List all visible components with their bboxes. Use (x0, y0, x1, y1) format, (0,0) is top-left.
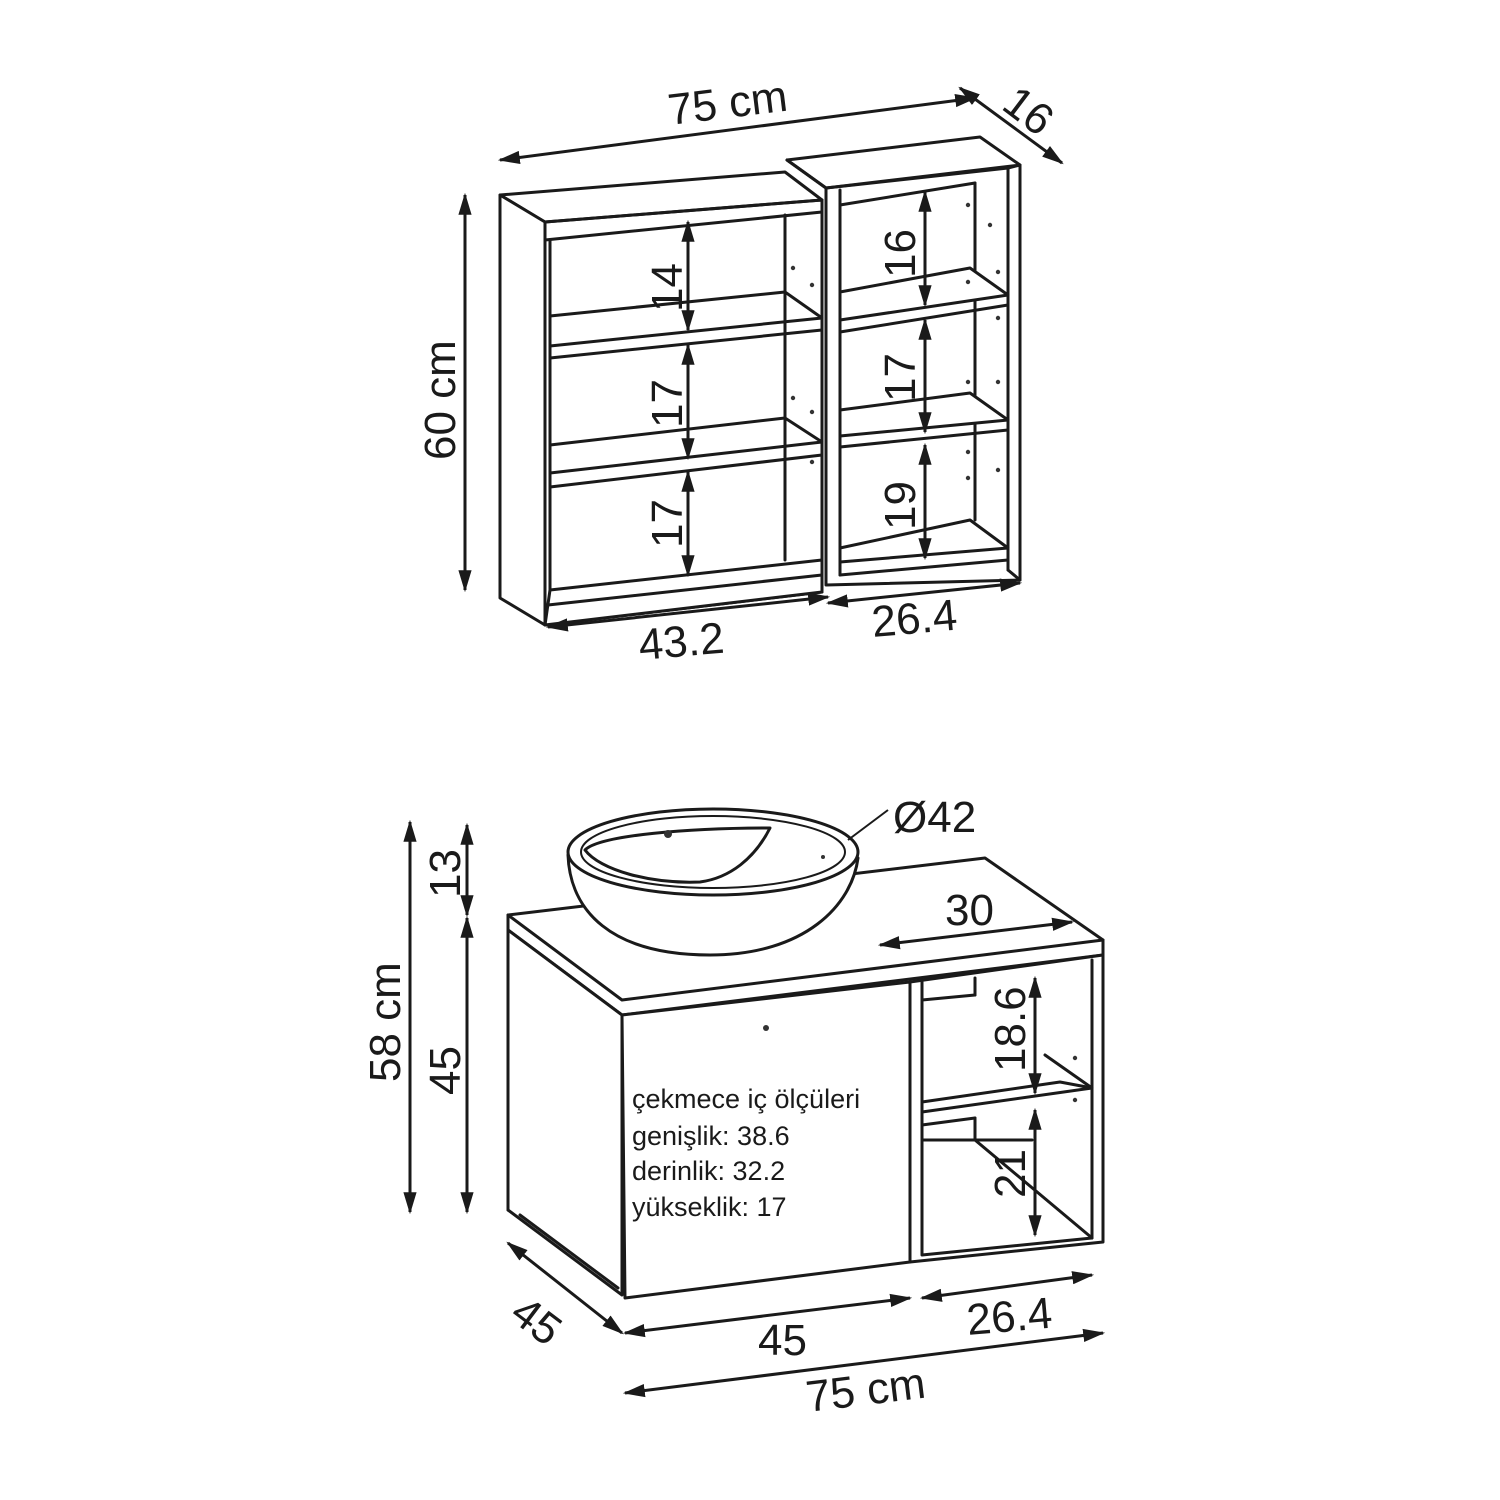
label-wall-height: 60 cm (416, 340, 465, 460)
label-vanity-drawer-width: 45 (758, 1316, 807, 1365)
drawer-note-width: genişlik: 38.6 (632, 1121, 790, 1151)
label-wall-right-shelf-1: 16 (876, 229, 925, 278)
dim-wall-total-width (497, 94, 978, 164)
drawer-note-title: çekmece iç ölçüleri (632, 1084, 860, 1114)
vessel-basin (566, 807, 860, 957)
label-vanity-shelf-1: 18.6 (986, 986, 1035, 1072)
label-wall-right-shelf-2: 17 (876, 353, 925, 402)
label-vanity-total-height: 58 cm (361, 962, 410, 1082)
dim-vanity-shelf-depth (877, 917, 1075, 950)
label-vanity-basin-height: 13 (421, 849, 470, 898)
label-vanity-shelf-depth: 30 (945, 886, 994, 935)
label-wall-left-shelf-2: 17 (643, 379, 692, 428)
label-wall-right-shelf-3: 19 (876, 481, 925, 530)
label-wall-left-shelf-3: 17 (643, 499, 692, 548)
dim-vanity-depth (506, 1241, 624, 1335)
label-wall-depth: 16 (994, 77, 1063, 146)
wall-left-bottom (543, 558, 824, 627)
label-basin-diameter: Ø42 (893, 793, 976, 842)
label-wall-left-width: 43.2 (637, 614, 727, 670)
dim-vanity-drawer-width (622, 1293, 913, 1338)
wall-left-top (498, 170, 824, 224)
drawer-note-depth: derinlik: 32.2 (632, 1156, 785, 1186)
vanity-drawing (506, 807, 1105, 1300)
wall-cabinet-dimensions: 75 cm 16 60 cm 43.2 26.4 14 17 17 16 17 … (416, 72, 1064, 670)
label-vanity-shelf-2: 21 (986, 1149, 1035, 1198)
dim-vanity-total-width (622, 1328, 1106, 1398)
drawer-note-height: yükseklik: 17 (632, 1192, 787, 1222)
basin-leader (847, 809, 889, 841)
basin-drain (664, 830, 672, 838)
label-wall-right-width: 26.4 (870, 591, 960, 647)
drawer-knob (763, 1025, 769, 1031)
dim-wall-right-width (825, 578, 1023, 608)
dim-wall-depth (958, 86, 1064, 165)
dim-vanity-shelf-width (919, 1271, 1095, 1302)
wall-cabinet-drawing (498, 135, 1022, 627)
label-wall-left-shelf-1: 14 (643, 263, 692, 312)
vanity-shelf-frame (908, 953, 1105, 1264)
vanity-dimensions: Ø42 58 cm 13 45 45 45 26.4 75 cm 30 18.6… (361, 793, 1106, 1422)
dim-wall-left-width (545, 592, 831, 632)
label-vanity-shelf-width: 26.4 (965, 1289, 1055, 1345)
wall-right-side (1006, 163, 1022, 582)
label-vanity-depth: 45 (502, 1287, 571, 1356)
label-vanity-cabinet-height: 45 (421, 1046, 470, 1095)
wall-left-side (498, 193, 547, 627)
